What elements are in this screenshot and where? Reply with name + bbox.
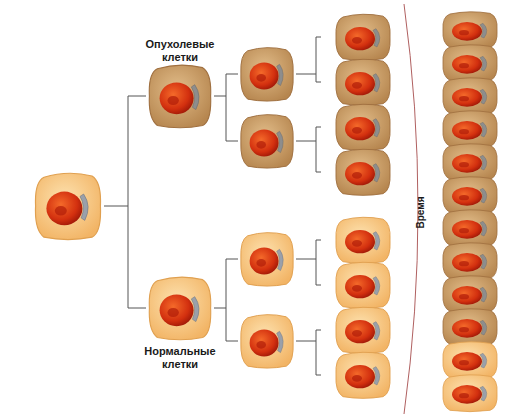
tumor-cell bbox=[336, 104, 390, 150]
tumor-cell bbox=[443, 210, 497, 247]
branch-line bbox=[214, 259, 238, 341]
tumor-cell bbox=[443, 276, 497, 313]
tumor-cell bbox=[443, 45, 497, 82]
normal-cell bbox=[336, 262, 390, 308]
bracket bbox=[296, 127, 321, 172]
normal-cell bbox=[336, 352, 390, 398]
normal-cell bbox=[241, 233, 293, 286]
tumor-cell bbox=[443, 243, 497, 280]
bracket bbox=[296, 240, 321, 285]
normal-cell bbox=[443, 375, 497, 412]
tumor-cell bbox=[336, 149, 390, 195]
bracket bbox=[296, 37, 321, 82]
bracket bbox=[296, 330, 321, 375]
tumor-cell bbox=[241, 115, 293, 168]
tumor-cell bbox=[336, 59, 390, 105]
branch-lines bbox=[104, 37, 321, 375]
normal-cell bbox=[241, 315, 293, 368]
tumor-cell bbox=[443, 309, 497, 346]
axis-label: Время bbox=[414, 183, 427, 243]
group-label: Нормальные клетки bbox=[130, 345, 230, 371]
tumor-cell bbox=[336, 14, 390, 60]
normal-cell bbox=[336, 307, 390, 353]
tumor-cell bbox=[443, 12, 497, 49]
normal-cell bbox=[336, 217, 390, 263]
tumor-cell bbox=[149, 65, 210, 128]
tumor-cell bbox=[443, 177, 497, 214]
tumor-cell bbox=[443, 144, 497, 181]
tumor-cell bbox=[443, 111, 497, 148]
branch-line bbox=[214, 74, 238, 141]
normal-cell bbox=[35, 173, 100, 239]
tumor-cell bbox=[241, 48, 293, 101]
tumor-cell bbox=[443, 78, 497, 115]
normal-cell bbox=[149, 277, 210, 340]
branch-line bbox=[104, 96, 146, 308]
group-label: Опухолевые клетки bbox=[134, 38, 226, 64]
normal-cell bbox=[443, 342, 497, 379]
